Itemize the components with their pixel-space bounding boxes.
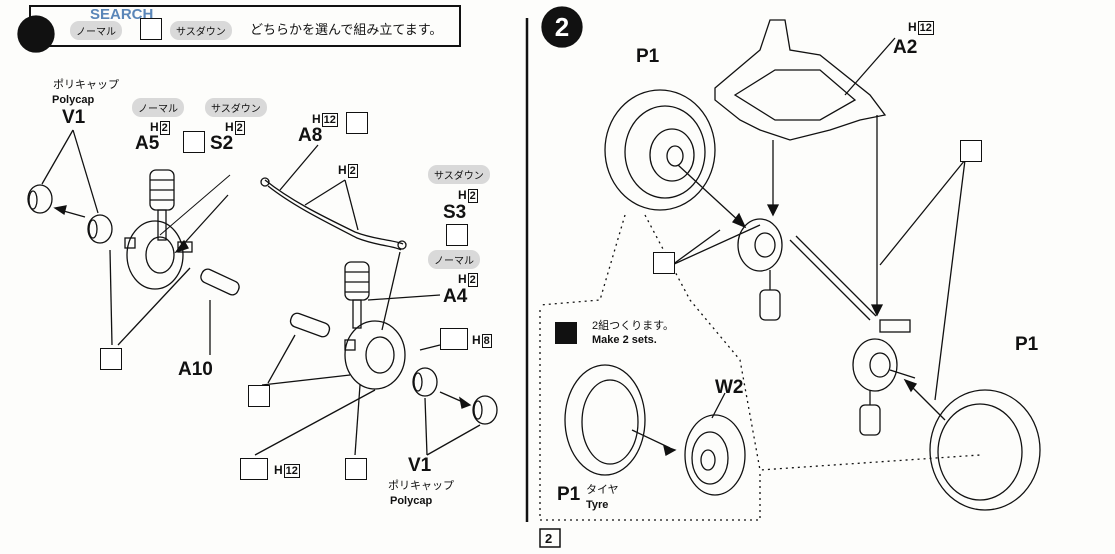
p1-left-part: P1 <box>636 46 660 67</box>
polycap-bottom-part: V1 <box>408 455 432 476</box>
polycap-bottom-en: Polycap <box>390 495 433 507</box>
polycap-bottom-jp: ポリキャップ <box>388 480 454 492</box>
watermark-text: SEARCH <box>90 6 154 23</box>
a8-part: A8 <box>298 125 323 146</box>
p1-tyre-part: P1 <box>557 484 581 505</box>
cut-gate-icon <box>100 348 122 370</box>
p1-right-part: P1 <box>1015 334 1039 355</box>
s3-lowered-pill: サスダウン <box>428 165 490 184</box>
a10-part: A10 <box>178 359 213 380</box>
a4-normal-pill: ノーマル <box>428 250 480 269</box>
times-two-icon <box>555 322 577 344</box>
cut-gate-icon <box>346 112 368 134</box>
half-square-icon <box>140 18 162 40</box>
polycap-top-jp: ポリキャップ <box>53 79 119 91</box>
dual-circle-icon <box>240 458 268 480</box>
header-lowered-label: サスダウン <box>170 21 232 40</box>
dual-circle-icon <box>440 328 468 350</box>
page-number: 2 <box>545 531 553 546</box>
p1-tyre-en: Tyre <box>586 499 609 511</box>
polycap-top-part: V1 <box>62 107 86 128</box>
w2-part: W2 <box>715 377 744 398</box>
cut-gate-icon <box>653 252 675 274</box>
a5-part: A5 <box>135 133 160 154</box>
step1-normal-pill: ノーマル <box>132 98 184 117</box>
header-normal-label: ノーマル <box>70 21 122 40</box>
cut-gate-icon <box>345 458 367 480</box>
p1-tyre-jp: タイヤ <box>586 484 619 496</box>
half-square-icon <box>446 224 468 246</box>
header-instruction: どちらかを選んで組み立てます。 <box>250 22 443 37</box>
s3-part: S3 <box>443 202 467 223</box>
cut-gate-icon <box>248 385 270 407</box>
sets-jp: 2組つくります。 <box>592 320 675 332</box>
a4-part: A4 <box>443 286 468 307</box>
step1-lowered-pill: サスダウン <box>205 98 267 117</box>
half-square-icon <box>183 131 205 153</box>
s2-part: S2 <box>210 133 234 154</box>
a2-part: A2 <box>893 37 918 58</box>
cut-gate-icon <box>960 140 982 162</box>
sets-en: Make 2 sets. <box>592 334 657 346</box>
step2-badge-number: 2 <box>555 12 569 42</box>
polycap-top-en: Polycap <box>52 94 95 106</box>
